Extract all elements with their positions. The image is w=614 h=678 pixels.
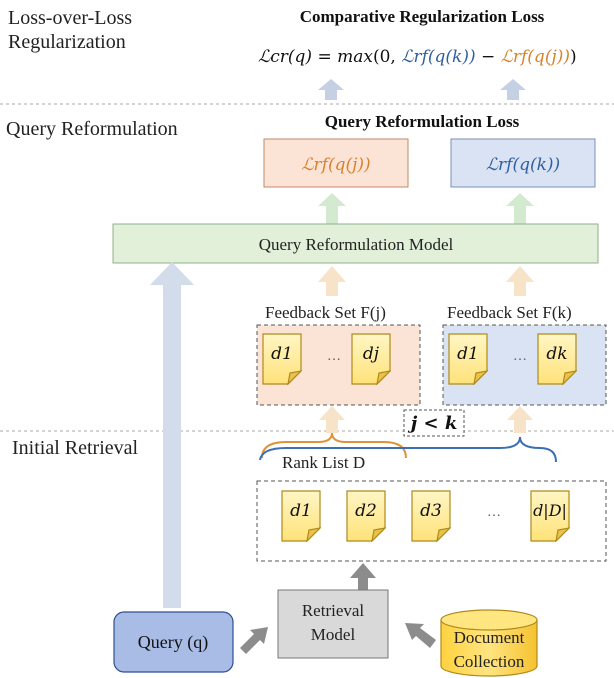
arrow-model-to-loss-k	[506, 193, 534, 224]
rf-loss-j-text: ℒrf(q(j))	[301, 155, 370, 175]
arrow-collection-to-retrieval	[405, 623, 436, 648]
rank-list-text: Rank List D	[282, 453, 365, 472]
document-collection-body	[440, 620, 538, 677]
feedback-set-k-label: Feedback Set F(k)	[447, 303, 572, 322]
rank-doc-last: d|D|	[533, 501, 567, 520]
retrieval-model-line1: Retrieval	[302, 601, 365, 620]
rank-ellipsis: …	[487, 505, 501, 520]
arrow-feedback-j-to-model	[318, 266, 346, 296]
rank-doc-2: d2	[355, 501, 377, 521]
rank-list-label: Rank List D	[282, 453, 365, 472]
section-label-loss-over-loss-1: Loss-over-Loss	[8, 7, 132, 29]
document-collection-line2: Collection	[454, 652, 525, 671]
query-reformulation-model	[112, 223, 599, 264]
feedback-set-k-text: Feedback Set F(k)	[447, 303, 572, 322]
cr-loss-rf-k: ℒrf(q(k))	[401, 47, 475, 67]
section-label-query-reformulation: Query Reformulation	[6, 118, 178, 140]
query-box	[113, 611, 234, 673]
arrow-brace-to-feedback-k	[507, 406, 533, 433]
constraint-box	[403, 409, 465, 437]
feedback-set-j-text: Feedback Set F(j)	[265, 303, 386, 322]
feedback-set-j-label: Feedback Set F(j)	[265, 303, 386, 322]
rf-loss-box-k	[450, 138, 596, 188]
query-label: Query (q)	[138, 632, 208, 653]
arrow-query-to-retrieval	[240, 627, 268, 654]
document-collection-top	[440, 609, 538, 631]
rf-loss-title: Query Reformulation Loss	[325, 112, 520, 131]
cr-loss-rf-j: ℒrf(q(j))	[501, 47, 570, 67]
feedback-k-doc-1: d1	[457, 344, 479, 364]
feedback-k-ellipsis: …	[513, 349, 527, 364]
query-reformulation-model-label: Query Reformulation Model	[259, 235, 454, 254]
arrow-up-to-formula-left	[318, 79, 344, 100]
arrow-model-to-loss-j	[318, 193, 346, 224]
arrow-up-to-formula-right	[500, 79, 526, 100]
feedback-j-ellipsis: …	[327, 349, 341, 364]
feedback-j-doc-2: dj	[363, 344, 380, 364]
feedback-k-doc-2: dk	[546, 344, 567, 364]
rank-doc-1: d1	[290, 501, 312, 521]
rf-loss-k-text: ℒrf(q(k))	[486, 155, 560, 175]
cr-loss-lhs: ℒcr(q) = max	[258, 47, 373, 67]
cr-loss-open: (0,	[373, 47, 401, 67]
cr-loss-minus: −	[476, 47, 501, 67]
cr-loss-title: Comparative Regularization Loss	[300, 7, 545, 26]
document-collection-line1: Document	[454, 628, 525, 647]
brace-feedback-j	[261, 432, 407, 459]
section-label-initial-retrieval: Initial Retrieval	[12, 437, 139, 459]
cr-loss-formula: ℒcr(q) = max(0, ℒrf(q(k)) − ℒrf(q(j)))	[258, 47, 577, 67]
arrow-feedback-k-to-model	[506, 266, 534, 296]
brace-feedback-k	[259, 436, 557, 463]
constraint-text: j < k	[408, 413, 458, 434]
section-label-loss-over-loss-2: Regularization	[8, 31, 126, 53]
rf-loss-box-j	[263, 138, 409, 188]
arrow-query-to-model	[150, 262, 194, 608]
retrieval-model-line2: Model	[311, 625, 356, 644]
rank-doc-3: d3	[420, 501, 442, 521]
arrow-retrieval-to-rank-list	[350, 563, 376, 590]
arrow-brace-to-feedback-j	[319, 406, 345, 433]
retrieval-model-box	[277, 589, 389, 659]
feedback-j-doc-1: d1	[271, 344, 293, 364]
cr-loss-close: )	[570, 47, 577, 67]
